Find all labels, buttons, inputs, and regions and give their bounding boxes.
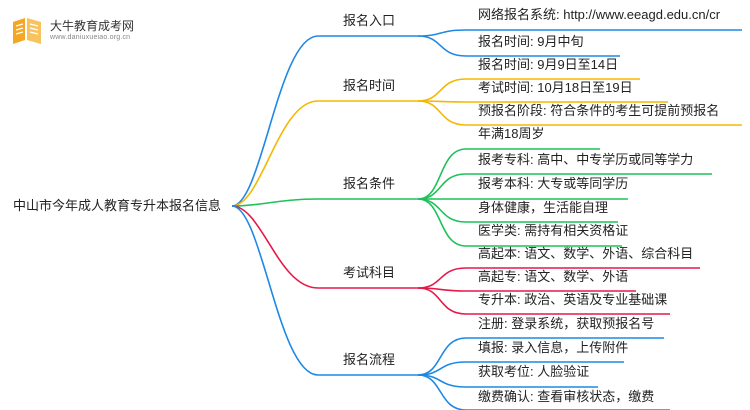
leaf-connector [417, 198, 467, 247]
leaf-proc-seat: 获取考位: 人脸验证 [478, 364, 590, 379]
branch-label-entry: 报名入口 [343, 13, 396, 28]
branch-label-conditions: 报名条件 [343, 176, 396, 191]
leaf-proc-payment: 缴费确认: 查看审核状态，缴费 [478, 389, 655, 404]
leaf-subj-zhuanshengben: 专升本: 政治、英语及专业基础课 [478, 292, 668, 307]
leaf-cond-medical: 医学类: 需持有相关资格证 [478, 223, 629, 238]
leaf-cond-undergrad: 报考本科: 大专或等同学历 [478, 176, 629, 191]
leaf-cond-junior: 报考专科: 高中、中专学历或同等学力 [478, 152, 694, 167]
leaf-connector [417, 287, 467, 315]
leaf-connector [417, 374, 467, 410]
root-node: 中山市今年成人教育专升本报名信息 [13, 198, 222, 213]
leaf-connector [417, 29, 467, 37]
branch-connector [231, 198, 319, 207]
leaf-entry-system: 网络报名系统: http://www.eeagd.edu.cn/cr [478, 7, 721, 22]
leaf-entry-time: 报名时间: 9月中旬 [478, 34, 584, 49]
leaf-connector [417, 78, 467, 102]
branch-label-subjects: 考试科目 [343, 265, 396, 280]
leaf-connector [417, 198, 467, 223]
branch-label-time: 报名时间 [343, 78, 396, 93]
leaf-time-exam: 考试时间: 10月18日至19日 [478, 80, 633, 95]
branch-connector [231, 205, 319, 376]
leaf-connector [417, 148, 467, 200]
logo-url: www.daniuxueiao.org.cn [50, 34, 131, 41]
leaf-proc-fill: 填报: 录入信息，上传附件 [478, 340, 629, 355]
branch-connector [231, 35, 319, 207]
site-logo: 大牛教育成考网 www.daniuxueiao.org.cn [10, 14, 160, 50]
logo-title: 大牛教育成考网 [50, 19, 135, 33]
leaf-cond-health: 身体健康，生活能自理 [478, 200, 609, 215]
branch-label-process: 报名流程 [343, 352, 396, 367]
leaf-connector [417, 100, 467, 126]
leaf-connector [417, 337, 467, 376]
leaf-connector [417, 267, 467, 289]
book-logo-icon [13, 18, 41, 44]
leaf-connector [417, 35, 467, 57]
leaf-subj-gaoqizhuan: 高起专: 语文、数学、外语 [478, 269, 629, 284]
branch-connector [231, 100, 319, 207]
leaf-connector [417, 173, 467, 200]
leaf-subj-gaoqiben: 高起本: 语文、数学、外语、综合科目 [478, 246, 694, 261]
leaf-time-preregistration: 预报名阶段: 符合条件的考生可提前预报名 [478, 103, 720, 118]
leaf-cond-age: 年满18周岁 [478, 126, 545, 141]
branch-connector [231, 205, 319, 289]
leaf-proc-register: 注册: 登录系统，获取预报名号 [478, 316, 655, 331]
leaf-time-registration: 报名时间: 9月9日至14日 [478, 57, 619, 72]
